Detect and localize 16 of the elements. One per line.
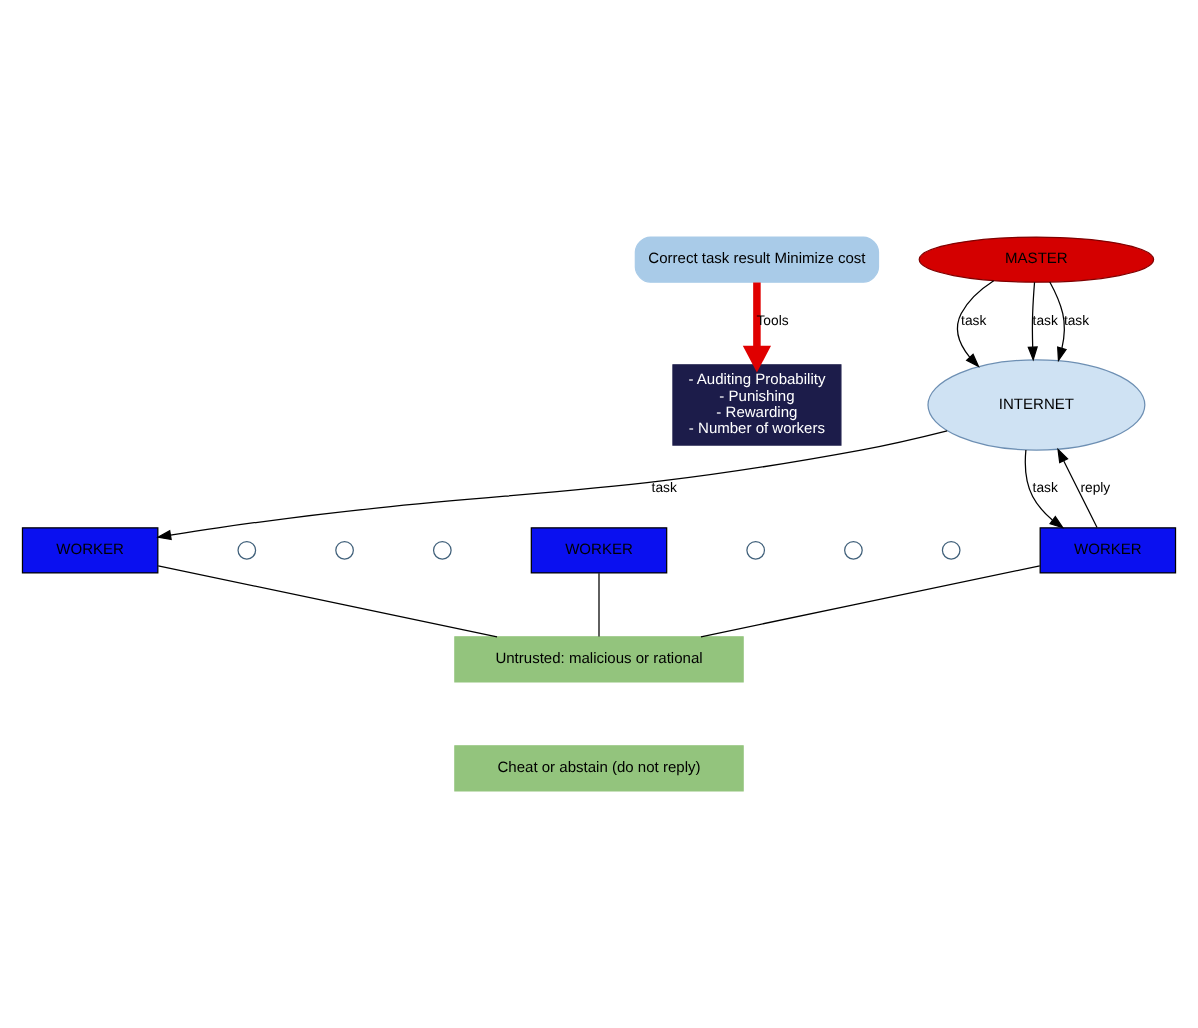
arrow [1024, 449, 1065, 529]
node-circle [432, 540, 452, 560]
node-circle [746, 540, 766, 560]
arrow [1027, 281, 1038, 362]
connector [598, 572, 600, 638]
connector [700, 565, 1041, 638]
connector [157, 565, 498, 638]
node-circle [237, 540, 257, 560]
arrow [1057, 447, 1098, 529]
arrow [1049, 281, 1068, 363]
node-circle [335, 540, 354, 560]
node-circle [941, 540, 961, 560]
node-circle [844, 540, 863, 560]
arrow [742, 282, 772, 373]
arrow [956, 280, 995, 368]
arrow [156, 430, 948, 541]
